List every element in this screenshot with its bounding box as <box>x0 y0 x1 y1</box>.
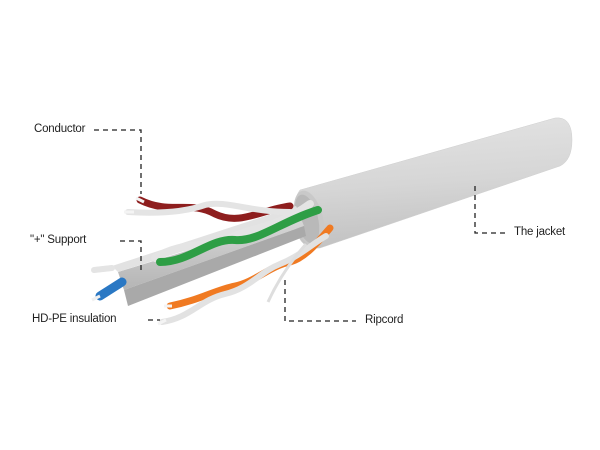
blue-pair <box>91 265 127 302</box>
leader-lines <box>94 129 508 322</box>
label-jacket: The jacket <box>514 226 566 238</box>
jacket-leader <box>474 186 508 234</box>
label-conductor: Conductor <box>34 123 86 135</box>
brown-pair <box>124 196 294 222</box>
label-insulation: HD-PE insulation <box>32 313 117 325</box>
green-pair <box>151 200 322 266</box>
label-support: "+" Support <box>30 234 87 246</box>
support-leader <box>120 240 142 272</box>
ripcord-leader <box>284 280 356 322</box>
conductor-leader <box>94 129 142 194</box>
orange-pair <box>157 224 334 326</box>
ripcord-thread <box>266 243 308 303</box>
label-ripcord: Ripcord <box>365 314 404 326</box>
